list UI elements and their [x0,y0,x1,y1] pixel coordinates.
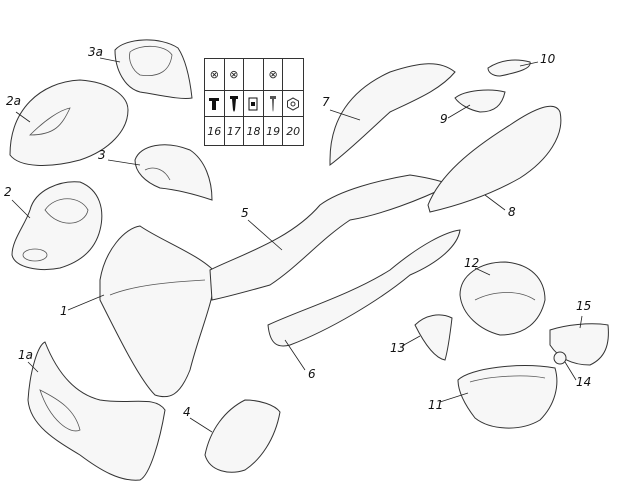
number-17: 17 [225,117,245,145]
mark-17: ⊗ [224,59,245,91]
part-5-floor-side-panel [209,174,452,301]
part-13-trim-piece [414,314,453,361]
label-1: 1 [60,304,68,318]
mark-16: ⊗ [205,59,225,91]
part-12-storage-lid [459,261,546,336]
label-11: 11 [428,398,444,412]
leader-lines [11,57,583,433]
label-10: 10 [540,52,556,66]
label-5: 5 [241,206,249,220]
label-3a: 3a [88,45,103,59]
number-19: 19 [264,117,284,145]
part-9-small-bracket [454,89,506,113]
label-2: 2 [4,185,12,199]
part-14-light-socket [553,351,567,365]
part-2a-front-shield [9,79,129,166]
part-2-front-panel [11,181,103,270]
crossed-circle-icon: ⊗ [229,68,239,81]
part-6-lower-side-panel [267,229,461,347]
label-12: 12 [464,256,480,270]
label-9: 9 [440,112,448,126]
part-4-front-fender [204,399,281,473]
label-4: 4 [183,405,191,419]
mark-18 [244,59,264,91]
number-16: 16 [205,117,225,145]
part-1a-lower-front-fairing [27,341,166,481]
label-6: 6 [308,367,316,381]
part-3a-headlight-cover [114,39,193,99]
label-8: 8 [508,205,516,219]
part-1-front-fairing [99,225,216,398]
number-18: 18 [244,117,264,145]
label-2a: 2a [6,94,21,108]
tapping-screw-icon [270,95,277,112]
clip-nut-icon [248,97,258,110]
bolt-icon [209,97,220,110]
mark-19: ⊗ [263,59,284,91]
part-7-side-cover [329,63,456,167]
label-14: 14 [576,375,592,389]
label-1a: 1a [18,348,33,362]
part-11-storage-box [457,365,558,429]
screw-icon [229,95,238,112]
mark-20 [283,59,303,91]
nut-icon [287,96,300,111]
crossed-circle-icon: ⊗ [268,68,278,81]
part-8-rear-body-cover [427,105,562,213]
number-20: 20 [286,124,301,138]
crossed-circle-icon: ⊗ [209,68,219,81]
part-3-headlight-housing [134,144,213,201]
fastener-table: ⊗ ⊗ ⊗ 16 17 18 19 20 [204,58,304,146]
label-3: 3 [98,148,106,162]
label-15: 15 [576,299,592,313]
label-7: 7 [322,95,330,109]
part-10-grab-handle [487,59,531,77]
label-13: 13 [390,341,406,355]
